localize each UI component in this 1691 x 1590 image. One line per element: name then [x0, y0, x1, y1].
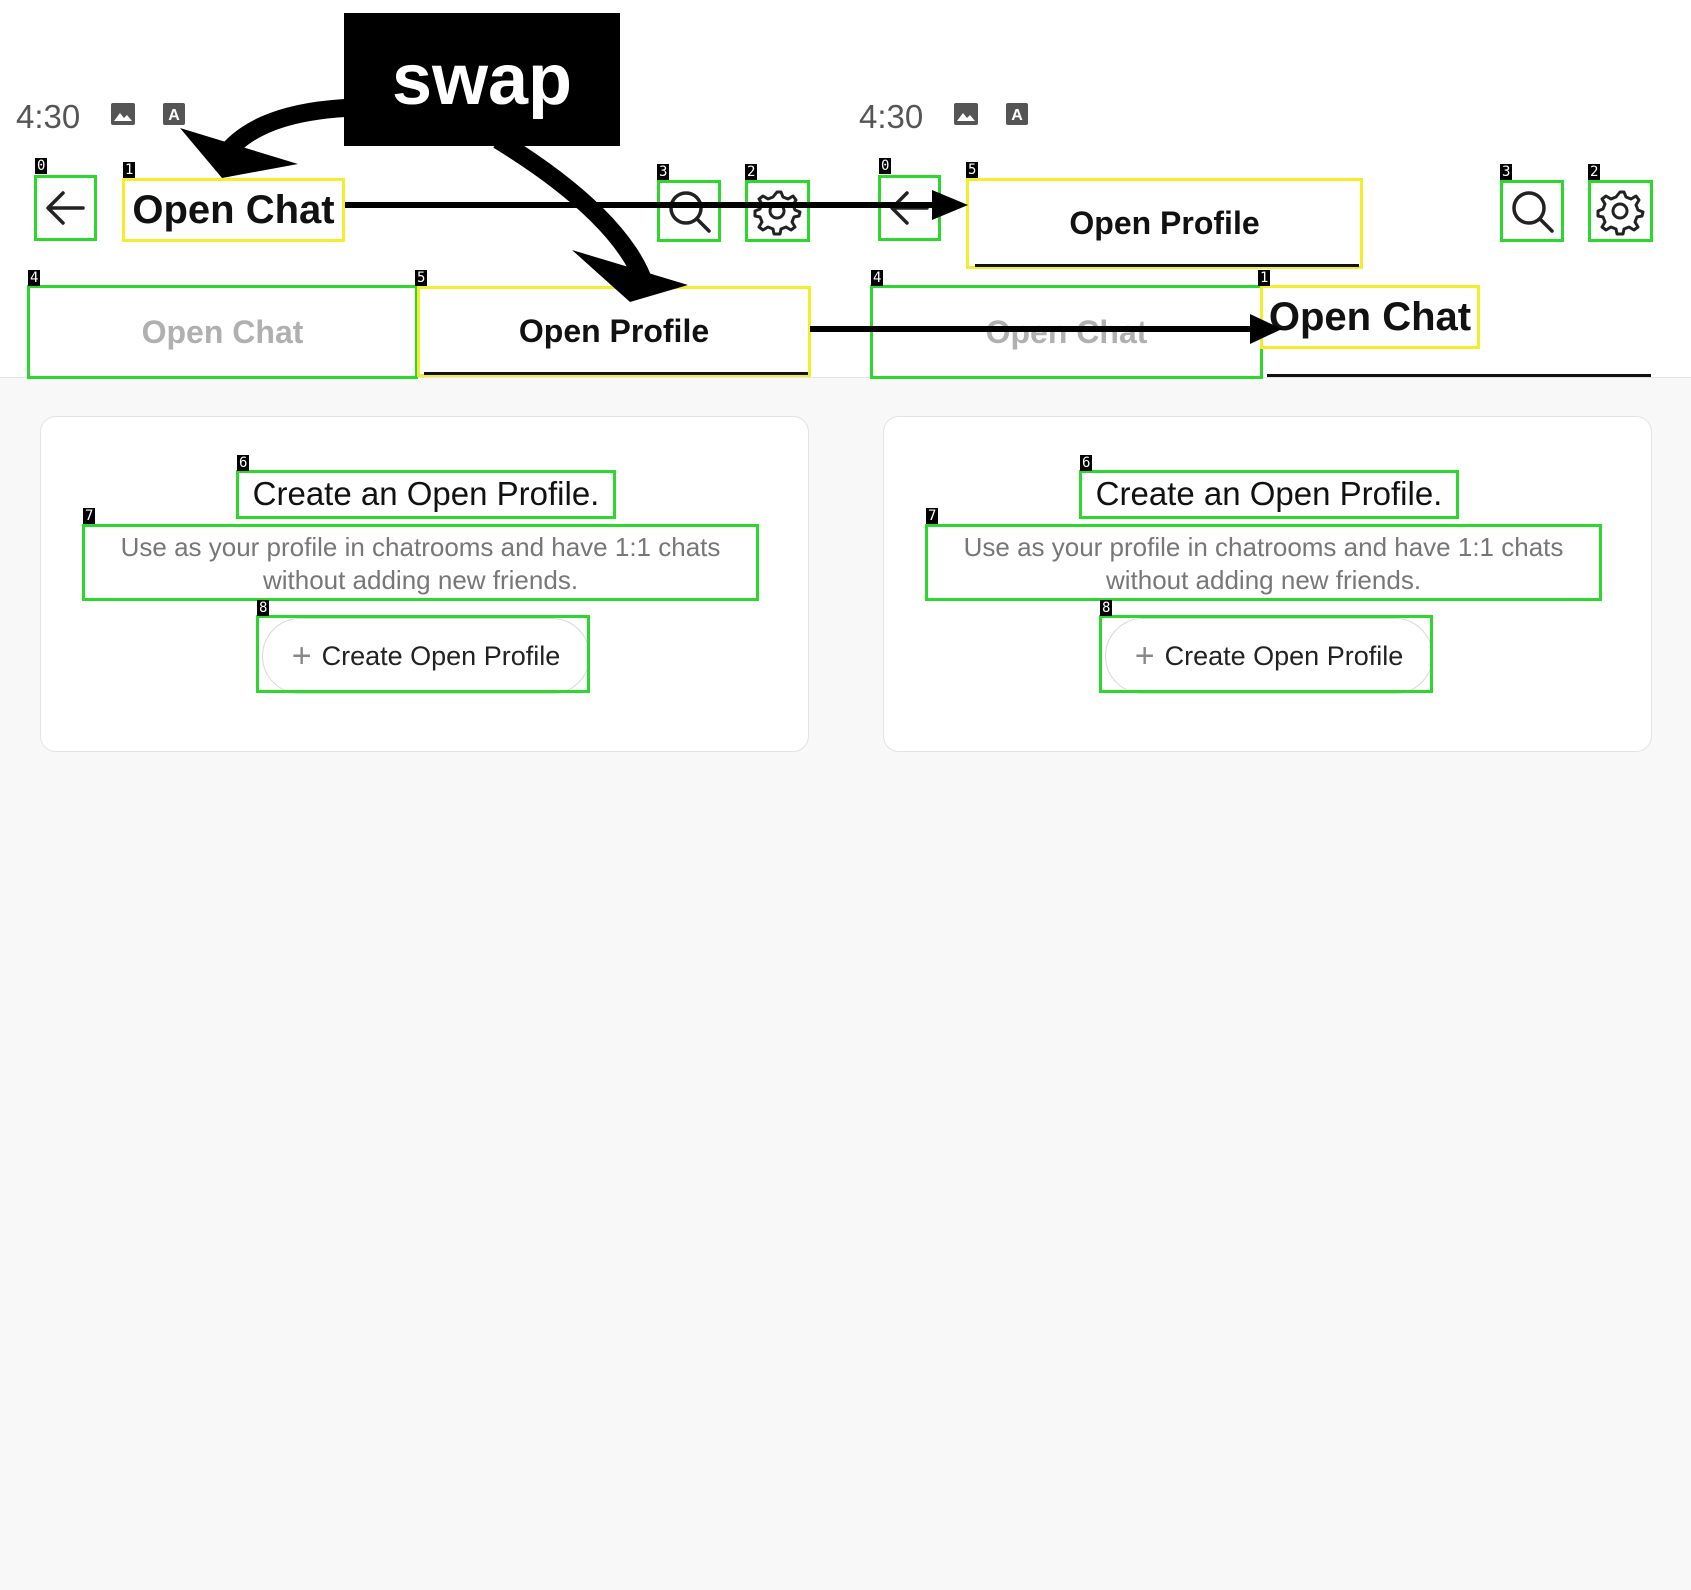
card-description: Use as your profile in chatrooms and hav… — [85, 531, 756, 597]
status-time: 4:30 — [859, 98, 924, 135]
font-icon: A — [1006, 103, 1028, 125]
swap-annotation-label: swap — [344, 13, 620, 146]
marker-label: 6 — [1080, 455, 1093, 471]
tab-active[interactable]: Open Chat — [1260, 285, 1480, 349]
marker-label: 0 — [879, 158, 892, 174]
status-time: 4:30 — [16, 98, 81, 135]
plus-icon: + — [1134, 636, 1155, 675]
image-icon — [954, 103, 978, 125]
marker-label: 7 — [926, 508, 939, 524]
marker-label: 7 — [83, 508, 96, 524]
page-title: Open Chat — [132, 187, 335, 232]
page-title-container: Open Chat — [122, 178, 345, 242]
button-label: Create Open Profile — [321, 640, 561, 671]
button-label: Create Open Profile — [1164, 640, 1404, 671]
active-tab-indicator — [1267, 374, 1651, 377]
search-icon — [1512, 191, 1554, 233]
button-highlight-box — [1099, 615, 1433, 693]
marker-label: 3 — [1500, 164, 1513, 180]
search-button[interactable] — [1500, 180, 1564, 242]
tab-label: Open Chat — [1268, 294, 1472, 339]
card-title: Create an Open Profile. — [1095, 475, 1443, 512]
arrowhead — [932, 190, 968, 220]
create-open-profile-button[interactable]: + Create Open Profile — [262, 618, 590, 694]
card-description-line: Use as your profile in chatrooms and hav… — [120, 532, 721, 562]
arrowhead — [180, 128, 298, 178]
arrow-left-icon — [46, 191, 85, 225]
marker-label: 5 — [966, 162, 979, 178]
marker-label: 4 — [28, 270, 41, 286]
arrowhead — [572, 250, 688, 302]
marker-label: 1 — [123, 162, 136, 178]
card-description-container: Use as your profile in chatrooms and hav… — [925, 524, 1602, 601]
page-title-container: Open Profile — [966, 178, 1363, 269]
curved-arrow — [493, 132, 654, 289]
marker-label: 2 — [1588, 164, 1601, 180]
marker-label: 3 — [657, 164, 670, 180]
card-description-line: Use as your profile in chatrooms and hav… — [963, 532, 1564, 562]
card-description-line: without adding new friends. — [262, 565, 579, 595]
marker-label: 1 — [1258, 270, 1271, 286]
button-highlight-box — [256, 615, 590, 693]
image-icon — [111, 103, 135, 125]
marker-label: 6 — [237, 455, 250, 471]
svg-text:A: A — [1011, 107, 1023, 124]
card-title: Create an Open Profile. — [252, 475, 600, 512]
card-description: Use as your profile in chatrooms and hav… — [928, 531, 1599, 597]
tab-divider — [0, 377, 1691, 378]
tab-label: Open Chat — [141, 313, 304, 350]
plus-icon: + — [291, 636, 312, 675]
marker-label: 8 — [257, 600, 270, 616]
title-underline — [975, 264, 1359, 267]
tab-label: Open Profile — [518, 313, 710, 349]
marker-label: 2 — [745, 164, 758, 180]
active-tab-indicator — [424, 372, 808, 375]
card-description-container: Use as your profile in chatrooms and hav… — [82, 524, 759, 601]
marker-label: 4 — [871, 270, 884, 286]
marker-label: 8 — [1100, 600, 1113, 616]
arrowhead — [1250, 314, 1282, 344]
font-icon: A — [163, 103, 185, 125]
tab-open-chat[interactable]: Open Chat — [27, 285, 418, 379]
card-title-container: Create an Open Profile. — [236, 470, 616, 519]
settings-button[interactable] — [1588, 180, 1653, 242]
svg-text:A: A — [168, 107, 180, 124]
create-open-profile-button[interactable]: + Create Open Profile — [1105, 618, 1433, 694]
marker-label: 0 — [35, 158, 48, 174]
card-description-line: without adding new friends. — [1105, 565, 1422, 595]
card-title-container: Create an Open Profile. — [1079, 470, 1459, 519]
page-title: Open Profile — [1069, 205, 1260, 241]
gear-icon — [1596, 190, 1645, 236]
back-button[interactable] — [34, 175, 97, 241]
marker-label: 5 — [415, 270, 428, 286]
